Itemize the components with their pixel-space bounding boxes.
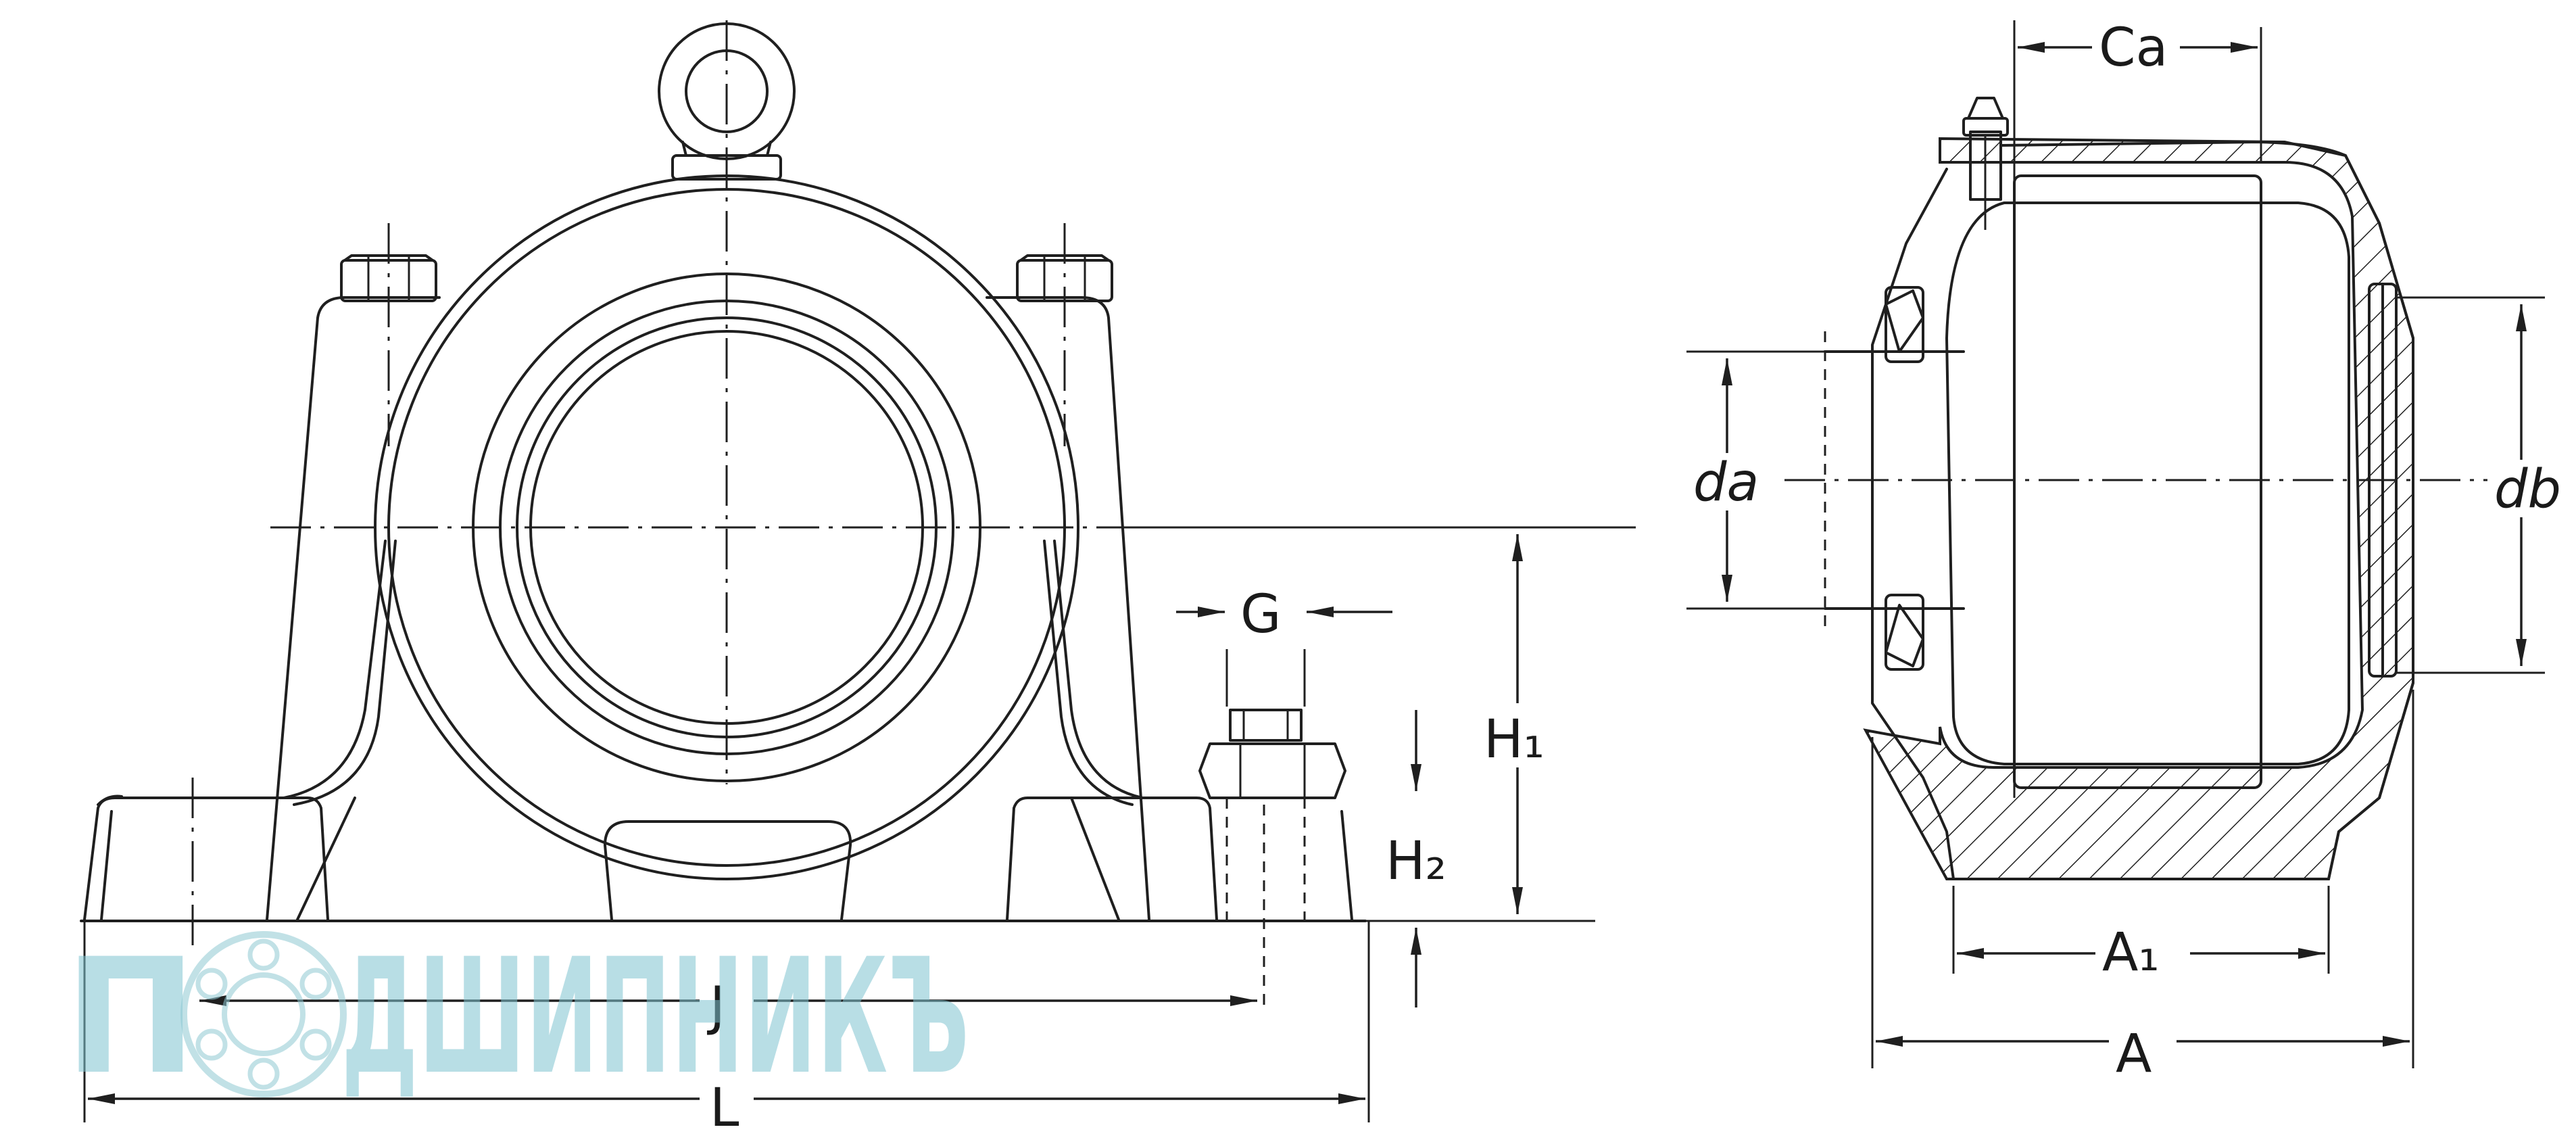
grease-nipple xyxy=(1962,97,2009,230)
foot-bolt xyxy=(1198,709,1346,921)
dimension-lines-front: H₁ H₂ G J L xyxy=(83,526,1636,1139)
housing-base xyxy=(83,797,329,921)
front-view xyxy=(80,20,1636,1007)
watermark-text: ДШИПНИКЪ xyxy=(341,925,970,1110)
housing-left-leg xyxy=(266,296,441,921)
watermark-letter-p: П xyxy=(64,925,199,1110)
dim-label-g: G xyxy=(1240,584,1281,645)
dim-label-j: J xyxy=(706,976,725,1037)
dim-label-ca: Ca xyxy=(2099,18,2168,78)
dim-label-a: A xyxy=(2116,1024,2152,1085)
dim-label-h2: H₂ xyxy=(1386,831,1447,892)
dim-label-l: L xyxy=(710,1078,739,1139)
dimension-lines-section: Ca da db A₁ A xyxy=(1686,18,2572,1085)
watermark-logo: П ДШИПНИКЪ xyxy=(64,925,970,1110)
dim-label-h1: H₁ xyxy=(1484,709,1545,770)
dim-label-a1: A₁ xyxy=(2102,922,2160,983)
dim-label-db: db xyxy=(2494,459,2561,520)
seal-top xyxy=(1885,286,1924,363)
section-view xyxy=(1784,20,2548,880)
bearing-logo-icon xyxy=(180,931,347,1097)
seal-bottom xyxy=(1885,594,1924,671)
housing-section-hatched xyxy=(1863,137,2414,880)
dim-label-da: da xyxy=(1693,452,1759,513)
